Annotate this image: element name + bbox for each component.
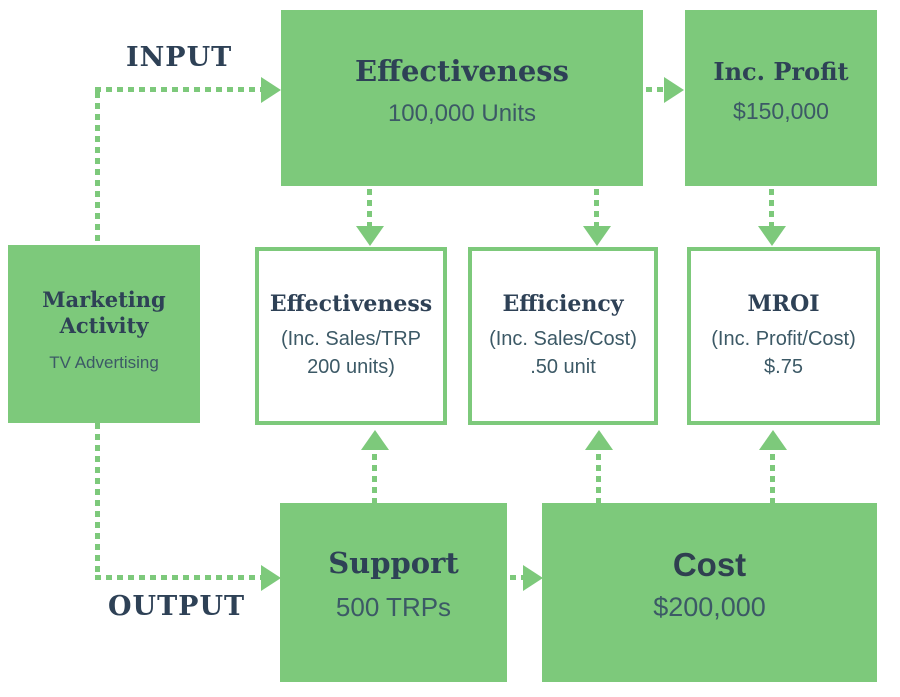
node-cost: Cost $200,000 [542,503,877,682]
node-subtitle: 500 TRPs [335,592,452,622]
node-body-line1: (Inc. Profit/Cost) [711,328,856,350]
up-arrow-1-head-icon [361,430,389,450]
node-subtitle: TV Advertising [49,353,159,373]
node-title: Marketing Activity [42,286,166,338]
down-arrow-2-line [594,189,599,226]
node-effectiveness-metric: Effectiveness (Inc. Sales/TRP 200 units) [255,247,447,425]
down-arrow-2-head-icon [583,226,611,246]
output-arrowhead-icon [261,565,281,591]
node-body-line2: .50 unit [530,356,596,378]
node-title: Effectiveness [269,291,433,317]
output-arrow-line-vertical [95,423,100,575]
output-arrow-line-horizontal [95,575,261,580]
up-arrow-3-line [770,454,775,503]
support-to-cost-line [510,575,524,580]
down-arrow-3-head-icon [758,226,786,246]
up-arrow-2-line [596,454,601,503]
node-body-line2: $.75 [764,356,803,378]
down-arrow-3-line [769,189,774,226]
node-marketing-activity: Marketing Activity TV Advertising [8,245,200,423]
node-title: Efficiency [502,291,624,317]
down-arrow-1-line [367,189,372,226]
node-title: Cost [672,546,747,583]
node-body-line2: 200 units) [307,356,395,378]
node-effectiveness-top: Effectiveness 100,000 Units [281,10,643,186]
output-label: OUTPUT [108,591,246,622]
node-body: (Inc. Profit/Cost) $.75 [711,325,855,381]
node-title: Support [328,546,459,580]
node-title: Effectiveness [355,54,569,88]
node-efficiency-metric: Efficiency (Inc. Sales/Cost) .50 unit [468,247,658,425]
down-arrow-1-head-icon [356,226,384,246]
node-body-line1: (Inc. Sales/Cost) [489,328,637,350]
node-body-line1: (Inc. Sales/TRP [280,328,422,350]
up-arrow-1-line [372,454,377,503]
support-to-cost-arrowhead-icon [523,565,543,591]
input-arrow-line-vertical [95,92,100,245]
node-body: (Inc. Sales/TRP 200 units) [281,325,421,381]
node-body: (Inc. Sales/Cost) .50 unit [489,325,637,381]
node-subtitle: $200,000 [653,592,766,622]
node-mroi-metric: MROI (Inc. Profit/Cost) $.75 [687,247,880,425]
effectiveness-to-profit-arrowhead-icon [664,77,684,103]
effectiveness-to-profit-line [646,87,664,92]
node-subtitle: $150,000 [733,98,829,124]
node-subtitle: 100,000 Units [387,100,537,127]
input-arrowhead-icon [261,77,281,103]
up-arrow-2-head-icon [585,430,613,450]
input-arrow-line-horizontal [95,87,261,92]
node-title: MROI [747,291,820,317]
input-label: INPUT [126,42,233,73]
node-support: Support 500 TRPs [280,503,507,682]
node-inc-profit: Inc. Profit $150,000 [685,10,877,186]
node-title: Inc. Profit [713,57,849,86]
up-arrow-3-head-icon [759,430,787,450]
